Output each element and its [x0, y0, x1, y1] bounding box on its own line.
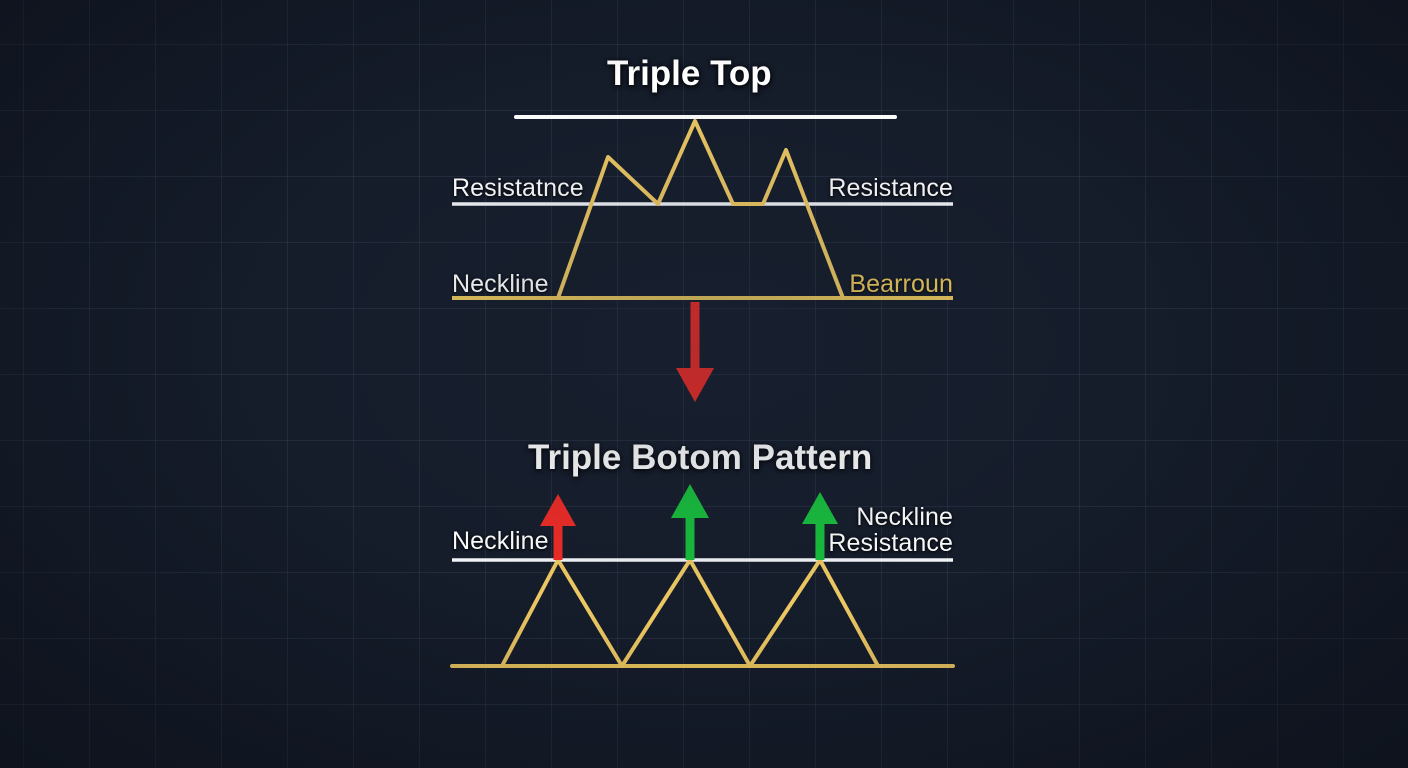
label-neckline-bottom-right-1: Neckline — [856, 503, 953, 531]
bottom-pattern-title: Triple Botom Pattern — [528, 438, 873, 477]
breakout-arrow-2 — [671, 484, 709, 560]
label-neckline-bottom-left: Neckline — [452, 527, 549, 555]
bottom-price-path — [450, 558, 955, 668]
label-neckline-bottom-right-2: Resistance — [828, 529, 953, 557]
